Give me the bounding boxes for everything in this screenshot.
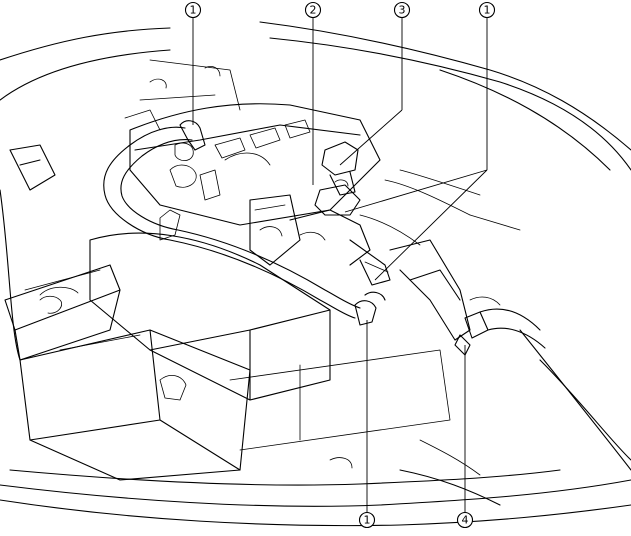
callout-3: 3 [393,1,411,19]
engine-head [124,59,381,226]
ventilation-hose [103,120,386,326]
callout-label: 1 [364,514,371,527]
callout-label: 2 [310,4,317,17]
sensor-connector [454,296,546,356]
callout-1-top-right: 1 [478,1,496,19]
callout-label: 4 [462,514,469,527]
callout-leaders [192,18,488,512]
purge-valve [314,141,361,216]
callout-1-bottom: 1 [358,511,376,529]
callout-4: 4 [456,511,474,529]
callout-1-top-left: 1 [184,1,202,19]
callout-label: 1 [190,4,197,17]
body-outline [0,21,631,527]
callout-label: 1 [484,4,491,17]
front-panel [4,144,121,361]
air-cleaner [89,232,451,451]
intake-assembly [249,194,471,341]
callout-2: 2 [304,1,322,19]
callout-label: 3 [399,4,406,17]
battery [19,286,251,481]
misc-lines [329,169,521,476]
